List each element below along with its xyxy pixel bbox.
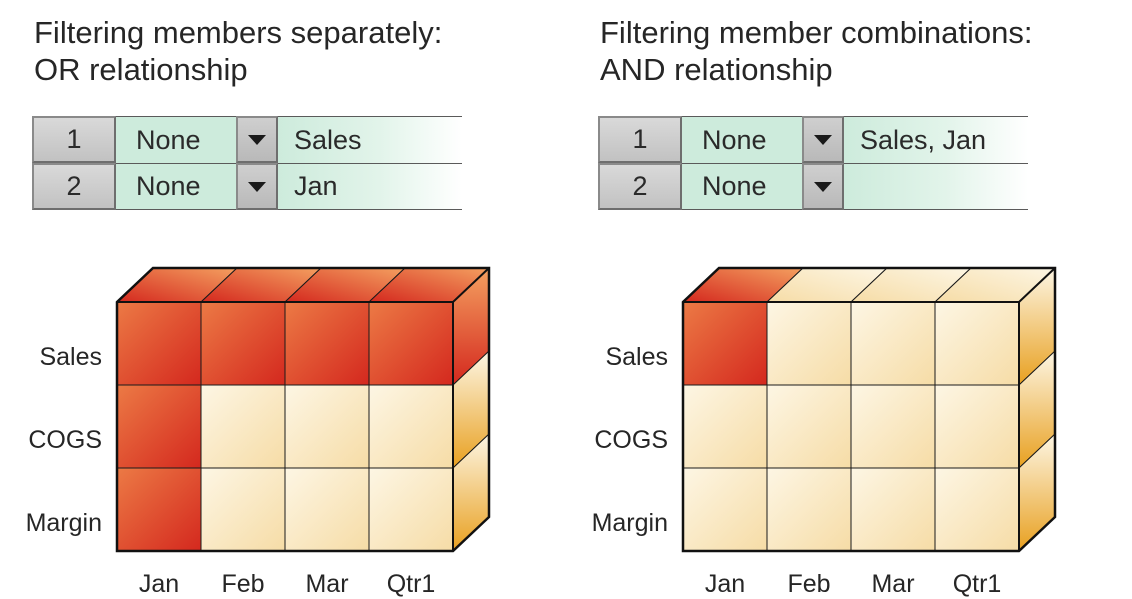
cube-cell (766, 467, 852, 552)
filter-row: 1 None Sales (32, 116, 462, 163)
cube-cell (368, 467, 454, 552)
data-cube: Sales COGS Margin Jan Feb Mar Qtr1 (0, 262, 566, 598)
cube-cell (284, 467, 370, 552)
panel-title: Filtering member combinations: AND relat… (600, 14, 1032, 88)
row-label: Margin (25, 509, 102, 537)
cube-cell (934, 301, 1020, 386)
condition-dropdown-button[interactable] (236, 116, 278, 163)
filter-condition: None (682, 163, 802, 210)
filter-number-button[interactable]: 1 (32, 116, 116, 163)
cube-cell (116, 301, 202, 386)
cube-cell (934, 467, 1020, 552)
column-label: Jan (704, 570, 746, 598)
cube-cell (682, 384, 768, 469)
cube-cell (766, 301, 852, 386)
data-cube: Sales COGS Margin Jan Feb Mar Qtr1 (566, 262, 1132, 598)
row-label: Margin (591, 509, 668, 537)
triangle-down-icon (248, 134, 266, 145)
column-label: Feb (221, 570, 265, 598)
column-label: Jan (138, 570, 180, 598)
column-label: Qtr1 (386, 570, 436, 598)
title-line-1: Filtering members separately: (34, 15, 443, 50)
triangle-down-icon (814, 134, 832, 145)
row-label: Sales (605, 343, 668, 371)
cube-cell (200, 301, 286, 386)
row-label: Sales (39, 343, 102, 371)
cube-cell (368, 301, 454, 386)
triangle-down-icon (248, 181, 266, 192)
title-line-2: OR relationship (34, 52, 248, 87)
cube-graphic (115, 266, 491, 553)
filter-table: 1 None Sales 2 None Jan (32, 116, 462, 210)
column-label: Mar (871, 570, 915, 598)
filter-number-button[interactable]: 2 (32, 163, 116, 210)
column-label: Feb (787, 570, 831, 598)
filter-value-field[interactable]: Jan (278, 163, 462, 210)
filter-value-field[interactable]: Sales (278, 116, 462, 163)
triangle-down-icon (814, 181, 832, 192)
filter-condition: None (116, 116, 236, 163)
cube-cell (766, 384, 852, 469)
cube-cell (682, 467, 768, 552)
cube-cell (850, 467, 936, 552)
filter-condition: None (116, 163, 236, 210)
title-line-1: Filtering member combinations: (600, 15, 1033, 50)
cube-cell (116, 467, 202, 552)
title-line-2: AND relationship (600, 52, 833, 87)
cube-cell (284, 384, 370, 469)
filter-number-button[interactable]: 2 (598, 163, 682, 210)
filter-condition: None (682, 116, 802, 163)
panel-title: Filtering members separately: OR relatio… (34, 14, 442, 88)
filter-value-field[interactable] (844, 163, 1028, 210)
cube-cell (682, 301, 768, 386)
panel-and-relationship: Filtering member combinations: AND relat… (566, 0, 1132, 598)
filter-table: 1 None Sales, Jan 2 None (598, 116, 1028, 210)
cube-cell (284, 301, 370, 386)
column-label: Mar (305, 570, 349, 598)
panel-or-relationship: Filtering members separately: OR relatio… (0, 0, 566, 598)
filter-value-field[interactable]: Sales, Jan (844, 116, 1028, 163)
cube-cell (850, 384, 936, 469)
cube-cell (368, 384, 454, 469)
condition-dropdown-button[interactable] (802, 116, 844, 163)
filter-row: 2 None (598, 163, 1028, 210)
cube-cell (850, 301, 936, 386)
cube-cell (200, 467, 286, 552)
cube-graphic (681, 266, 1057, 553)
row-label: COGS (28, 426, 102, 454)
column-label: Qtr1 (952, 570, 1002, 598)
cube-cell (934, 384, 1020, 469)
filter-row: 2 None Jan (32, 163, 462, 210)
filter-row: 1 None Sales, Jan (598, 116, 1028, 163)
cube-cell (200, 384, 286, 469)
row-label: COGS (594, 426, 668, 454)
condition-dropdown-button[interactable] (236, 163, 278, 210)
cube-cell (116, 384, 202, 469)
filter-number-button[interactable]: 1 (598, 116, 682, 163)
condition-dropdown-button[interactable] (802, 163, 844, 210)
